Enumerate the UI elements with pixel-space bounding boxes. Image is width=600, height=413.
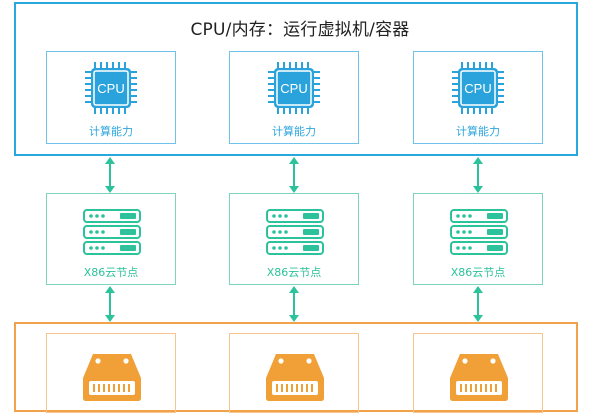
hard-disk-icon — [266, 354, 324, 401]
cpu-chip-icon: CPU — [268, 62, 320, 114]
double-arrow-icon — [289, 286, 299, 322]
x86-node-1: X86云节点 — [46, 193, 176, 285]
server-rack-icon — [83, 209, 141, 255]
cpu-chip-label: CPU — [464, 81, 491, 96]
double-arrow-icon — [105, 157, 115, 193]
double-arrow-icon — [473, 286, 483, 322]
server-rack-icon — [266, 209, 324, 255]
server-rack-icon — [450, 209, 508, 255]
cpu-chip-label: CPU — [280, 81, 307, 96]
cpu-chip-icon: CPU — [85, 62, 137, 114]
node-caption: X86云节点 — [83, 266, 139, 279]
double-arrow-icon — [289, 157, 299, 193]
double-arrow-icon — [105, 286, 115, 322]
cpu-caption: 计算能力 — [456, 125, 500, 138]
storage-unit-3 — [413, 333, 543, 413]
compute-group — [14, 2, 578, 156]
cpu-chip-label: CPU — [97, 81, 124, 96]
cpu-unit-1: CPU 计算能力 — [46, 51, 176, 144]
cpu-unit-2: CPU 计算能力 — [229, 51, 359, 144]
node-caption: X86云节点 — [450, 266, 506, 279]
storage-unit-2 — [229, 333, 359, 413]
cpu-caption: 计算能力 — [272, 125, 316, 138]
x86-node-3: X86云节点 — [413, 193, 543, 285]
hard-disk-icon — [83, 354, 141, 401]
storage-unit-1 — [46, 333, 176, 413]
compute-group-title: CPU/内存：运行虚拟机/容器 — [190, 20, 410, 40]
node-caption: X86云节点 — [266, 266, 322, 279]
cpu-chip-icon: CPU — [452, 62, 504, 114]
x86-node-2: X86云节点 — [229, 193, 359, 285]
cpu-unit-3: CPU 计算能力 — [413, 51, 543, 144]
double-arrow-icon — [473, 157, 483, 193]
hard-disk-icon — [450, 354, 508, 401]
cpu-caption: 计算能力 — [89, 125, 133, 138]
